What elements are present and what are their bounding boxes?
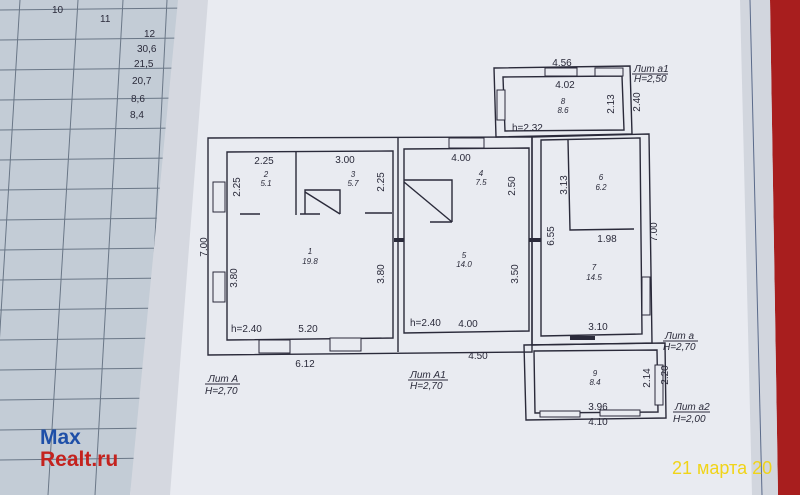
liter-height: H=2,00 [673, 414, 706, 425]
lit-A1-inner-wall [403, 147, 530, 334]
dimension: 1.98 [597, 234, 617, 245]
watermark-realt: Realt.ru [40, 448, 118, 471]
room-num: 4 [479, 169, 484, 178]
table-header: 11 [100, 14, 111, 25]
table-cell: 8,4 [130, 110, 144, 121]
dimension: 3.50 [510, 264, 521, 284]
height-labels: h=2.32 h=2.40 h=2.40 [231, 123, 543, 335]
room-area: 19.8 [302, 257, 318, 266]
dimension: 4.56 [552, 58, 572, 69]
table-header: 10 [52, 5, 64, 16]
dimension: 3.00 [335, 155, 355, 166]
room-num: 8 [561, 97, 566, 106]
dimension: 5.20 [298, 324, 318, 335]
liter-label: Лит А1 [409, 370, 446, 381]
dimension: 6.55 [546, 226, 557, 246]
room-num: 6 [599, 173, 604, 182]
lit-a-inner-wall [540, 137, 643, 337]
liter-height: H=2,50 [634, 74, 667, 85]
dimension: 2.25 [232, 177, 243, 197]
dimension: 4.00 [451, 153, 471, 164]
height-label: h=2.40 [410, 318, 441, 329]
room-num: 1 [308, 247, 312, 256]
room-area: 14.5 [586, 273, 602, 282]
liter-label: Лит а1 [633, 64, 669, 75]
room-num: 3 [351, 170, 356, 179]
liter-label: Лит а2 [674, 402, 710, 413]
dimension: 7.00 [199, 237, 210, 257]
windows [212, 67, 664, 418]
table-grid [0, 0, 191, 495]
dimension: 7.00 [649, 222, 660, 242]
dimension: 3.80 [376, 264, 387, 284]
room-num: 2 [263, 170, 269, 179]
room-area: 8.4 [589, 378, 601, 387]
liter-height: H=2,70 [205, 386, 238, 397]
dimension: 2.25 [254, 156, 274, 167]
lit-a1-outer-wall [493, 65, 633, 138]
lit-A-outer-wall [207, 136, 533, 356]
table-cell: 21,5 [134, 59, 154, 70]
liter-height: H=2,70 [663, 342, 696, 353]
dimension: 3.80 [229, 268, 240, 288]
room-labels: 1 19.8 2 5.1 3 5.7 4 7.5 5 14.0 6 6.2 7 … [260, 97, 607, 387]
lit-a2-inner-wall [533, 349, 659, 414]
dimension: 2.20 [660, 365, 671, 385]
dimension: 6.12 [295, 359, 315, 370]
dimension: 3.13 [559, 175, 570, 195]
dimension: 2.14 [642, 368, 653, 388]
lit-a2-outer-wall [523, 342, 667, 421]
doors [394, 238, 595, 340]
table-cell: 30,6 [137, 44, 157, 55]
dimension-labels: 4.56 4.02 2.25 3.00 4.00 1.98 5.20 4.00 … [254, 58, 617, 428]
height-label: h=2.32 [512, 123, 543, 134]
room-area: 7.5 [475, 178, 487, 187]
room-area: 5.7 [347, 179, 359, 188]
room-area: 14.0 [456, 260, 472, 269]
table-headers: 10 11 [52, 5, 111, 25]
watermark-max: Max [40, 426, 81, 449]
height-label: h=2.40 [231, 324, 262, 335]
room-num: 5 [462, 251, 467, 260]
liter-underlines [205, 73, 710, 413]
dimension: 3.10 [588, 322, 608, 333]
liter-labels: Лит а1 H=2,50 Лит а H=2,70 Лит а2 H=2,00… [205, 64, 710, 425]
table-values: 12 30,6 21,5 20,7 8,6 8,4 [130, 29, 157, 121]
dimension: 2.13 [606, 94, 617, 114]
liter-height: H=2,70 [410, 381, 443, 392]
room-area: 5.1 [260, 179, 271, 188]
liter-label: Лит А [207, 374, 239, 385]
room-num: 7 [592, 263, 597, 272]
room-area: 6.2 [595, 183, 607, 192]
floor-plan [207, 65, 667, 421]
dimension: 2.40 [632, 92, 643, 112]
page-fold [130, 0, 208, 495]
dimension: 2.50 [507, 176, 518, 196]
dimension: 3.96 [588, 402, 608, 413]
room-area: 8.6 [557, 106, 569, 115]
table-cell: 20,7 [132, 76, 152, 87]
dimension: 4.50 [468, 351, 488, 362]
room-num: 9 [593, 369, 598, 378]
sheet-edge [740, 0, 778, 495]
frame-line [749, 0, 763, 495]
dimension: 4.00 [458, 319, 478, 330]
table-cell: 8,6 [131, 94, 145, 105]
dimension-labels-vertical: 2.13 2.40 2.25 2.25 2.50 3.13 7.00 3.80 … [199, 92, 671, 388]
plan-sheet [130, 0, 778, 495]
date-stamp: 21 марта 20 [672, 458, 772, 478]
liter-label: Лит а [664, 331, 695, 342]
lit-A-inner-wall [226, 150, 394, 341]
dimension: 4.10 [588, 417, 608, 428]
table-cell: 12 [144, 29, 156, 40]
dimension: 2.25 [376, 172, 387, 192]
dimension: 4.02 [555, 80, 575, 91]
